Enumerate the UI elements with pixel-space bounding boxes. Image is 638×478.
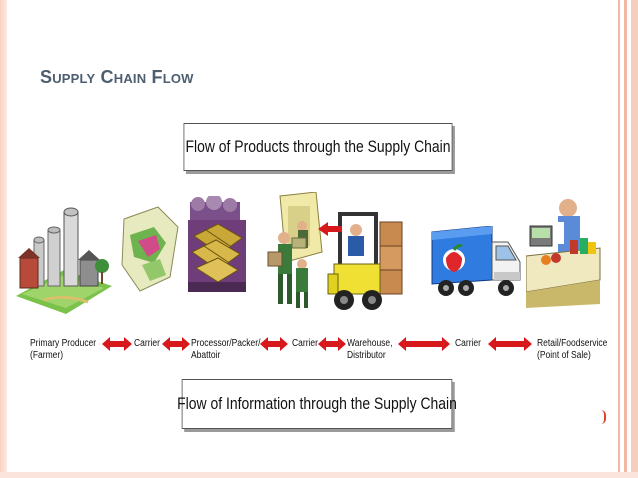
slide-right-border [610, 0, 638, 478]
slide-title: Supply Chain Flow [40, 67, 194, 87]
double-arrow-icon [398, 337, 450, 351]
slide-left-border [0, 0, 7, 478]
stage-label-carrier-3: Carrier [455, 338, 481, 349]
stage-label-processor: Processor/Packer/ Abattoir [191, 338, 261, 361]
carrier-map-illustration [121, 206, 179, 292]
product-flow-arrow-icon [318, 222, 342, 236]
double-arrow-icon [318, 337, 346, 351]
stage-label-carrier-2: Carrier [292, 338, 318, 349]
processor-factory-illustration [188, 196, 246, 292]
retail-cashier-illustration [526, 199, 601, 308]
products-flow-text: Flow of Products through the Supply Chai… [185, 137, 451, 156]
stage-label-warehouse: Warehouse, Distributor [347, 338, 393, 361]
information-flow-text: Flow of Information through the Supply C… [177, 394, 457, 413]
double-arrow-icon [488, 337, 532, 351]
information-flow-box: Flow of Information through the Supply C… [177, 379, 457, 429]
stage-label-retail: Retail/Foodservice (Point of Sale) [537, 338, 608, 361]
double-arrow-icon [102, 337, 132, 351]
double-arrow-icon [162, 337, 190, 351]
slide-bottom-border [0, 472, 638, 478]
delivery-truck-illustration [431, 226, 521, 296]
farm-illustration [16, 207, 112, 314]
products-flow-box: Flow of Products through the Supply Chai… [183, 123, 453, 171]
carrier-workers-illustration [267, 192, 323, 308]
stage-label-carrier-1: Carrier [134, 338, 160, 349]
stage-label-primary-producer: Primary Producer (Farmer) [30, 338, 97, 361]
page-marker [601, 410, 606, 424]
double-arrow-icon [260, 337, 288, 351]
forklift-illustration [327, 212, 403, 310]
